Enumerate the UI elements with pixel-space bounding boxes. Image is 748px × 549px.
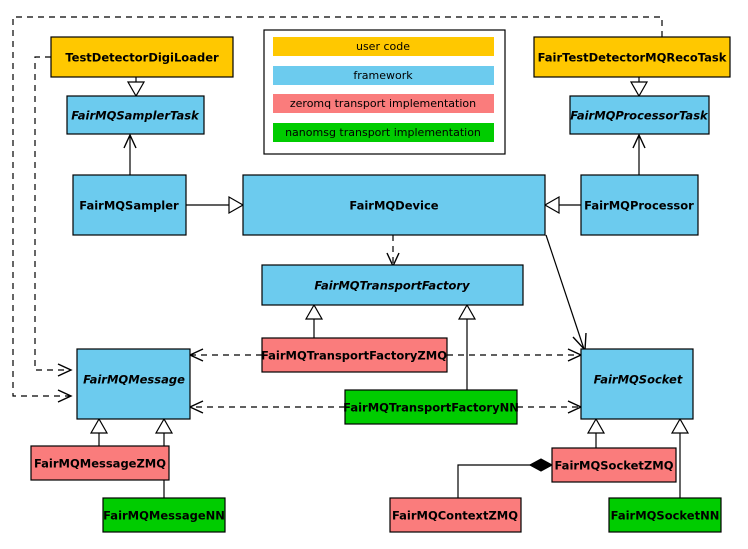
edge-device-to-socket (545, 234, 587, 352)
edge-socketzmq-inherits-socket (586, 417, 606, 448)
node-box[interactable] (569, 95, 710, 135)
node-label: FairMQTransportFactoryZMQ (261, 349, 447, 363)
edge-digiloader-inherits-samplertask (126, 77, 146, 98)
legend-label: zeromq transport implementation (290, 97, 476, 110)
node-box[interactable] (389, 497, 522, 533)
node-fairmqprocessortask[interactable]: FairMQProcessorTask (569, 95, 710, 135)
node-label: FairMQSocket (594, 373, 683, 387)
node-label: FairMQProcessorTask (570, 109, 709, 123)
node-label: FairMQSocketNN (611, 509, 720, 523)
node-fairmqtransportfactory[interactable]: FairMQTransportFactory (261, 264, 524, 306)
node-label: FairMQMessageZMQ (34, 457, 166, 471)
legend-item-framework: framework (273, 66, 494, 85)
node-label: FairMQSocketZMQ (555, 459, 674, 473)
node-label: FairMQSamplerTask (71, 109, 200, 123)
node-label: FairTestDetectorMQRecoTask (538, 51, 727, 65)
edge-transportfactorynn-creates-socket (517, 400, 583, 414)
legend-swatch (273, 94, 494, 113)
node-box[interactable] (551, 447, 677, 483)
legend-swatch (273, 123, 494, 142)
legend-item-user-code: user code (273, 37, 494, 56)
node-fairmqsampler[interactable]: FairMQSampler (72, 174, 187, 236)
legend-item-zeromq: zeromq transport implementation (273, 94, 494, 113)
edge-contextzmq-composes-socketzmq (457, 458, 554, 498)
node-box[interactable] (261, 264, 524, 306)
edge-recotask-to-message (12, 16, 663, 403)
node-box[interactable] (344, 389, 518, 425)
node-box[interactable] (76, 348, 191, 420)
node-label: FairMQMessage (83, 373, 185, 387)
edge-processor-inherits-device (543, 195, 581, 215)
node-box[interactable] (608, 497, 722, 533)
node-label: FairMQTransportFactory (314, 279, 470, 293)
node-fairmqsocketzmq[interactable]: FairMQSocketZMQ (551, 447, 677, 483)
node-box[interactable] (30, 445, 170, 481)
node-fairtestdetectormqrecotask[interactable]: FairTestDetectorMQRecoTask (533, 36, 731, 78)
legend-label: nanomsg transport implementation (285, 126, 481, 139)
edge-device-uses-transportfactory (386, 235, 400, 268)
edge-transportfactorynn-inherits-transportfactory (457, 303, 477, 390)
node-box[interactable] (242, 174, 546, 236)
node-label: FairMQTransportFactoryNN (343, 401, 519, 415)
node-fairmqmessagenn[interactable]: FairMQMessageNN (102, 497, 226, 533)
node-label: FairMQProcessor (584, 199, 694, 213)
edge-transportfactoryzmq-creates-message (188, 348, 262, 362)
edge-layer (12, 16, 690, 498)
edge-processor-to-processortask (632, 133, 646, 175)
node-fairmqtransportfactorynn[interactable]: FairMQTransportFactoryNN (343, 389, 519, 425)
edge-messagezmq-inherits-message (89, 417, 109, 446)
legend-label: user code (356, 40, 410, 53)
edge-digiloader-to-message (34, 56, 73, 377)
edge-recotask-inherits-processortask (629, 77, 649, 98)
edge-transportfactorynn-creates-message (188, 400, 345, 414)
node-testdetectordigiloader[interactable]: TestDetectorDigiLoader (50, 36, 234, 78)
node-box[interactable] (72, 174, 187, 236)
node-label: FairMQSampler (79, 199, 179, 213)
node-fairmqmessage[interactable]: FairMQMessage (76, 348, 191, 420)
node-label: TestDetectorDigiLoader (65, 51, 219, 65)
node-fairmqprocessor[interactable]: FairMQProcessor (580, 174, 699, 236)
legend: user code framework zeromq transport imp… (263, 29, 506, 155)
edge-sampler-inherits-device (186, 195, 245, 215)
node-label: FairMQDevice (349, 199, 438, 213)
legend-swatch (273, 37, 494, 56)
node-box[interactable] (50, 36, 234, 78)
node-box[interactable] (580, 348, 694, 420)
node-label: FairMQMessageNN (103, 509, 225, 523)
legend-item-nanomsg: nanomsg transport implementation (273, 123, 494, 142)
node-fairmqtransportfactoryzmq[interactable]: FairMQTransportFactoryZMQ (261, 337, 448, 373)
node-label: FairMQContextZMQ (392, 509, 518, 523)
node-layer: TestDetectorDigiLoader FairTestDetectorM… (30, 36, 731, 533)
edge-sampler-to-samplertask (123, 133, 137, 175)
node-fairmqsocketnn[interactable]: FairMQSocketNN (608, 497, 722, 533)
node-fairmqsamplertask[interactable]: FairMQSamplerTask (66, 95, 205, 135)
node-box[interactable] (66, 95, 205, 135)
node-fairmqmessagezmq[interactable]: FairMQMessageZMQ (30, 445, 170, 481)
legend-label: framework (353, 69, 413, 82)
edge-transportfactoryzmq-inherits-transportfactory (304, 303, 324, 338)
node-box[interactable] (261, 337, 448, 373)
node-box[interactable] (580, 174, 699, 236)
node-fairmqsocket[interactable]: FairMQSocket (580, 348, 694, 420)
node-box[interactable] (533, 36, 731, 78)
node-fairmqdevice[interactable]: FairMQDevice (242, 174, 546, 236)
node-box[interactable] (102, 497, 226, 533)
edge-socketnn-inherits-socket (670, 417, 690, 498)
legend-swatch (273, 66, 494, 85)
node-fairmqcontextzmq[interactable]: FairMQContextZMQ (389, 497, 522, 533)
